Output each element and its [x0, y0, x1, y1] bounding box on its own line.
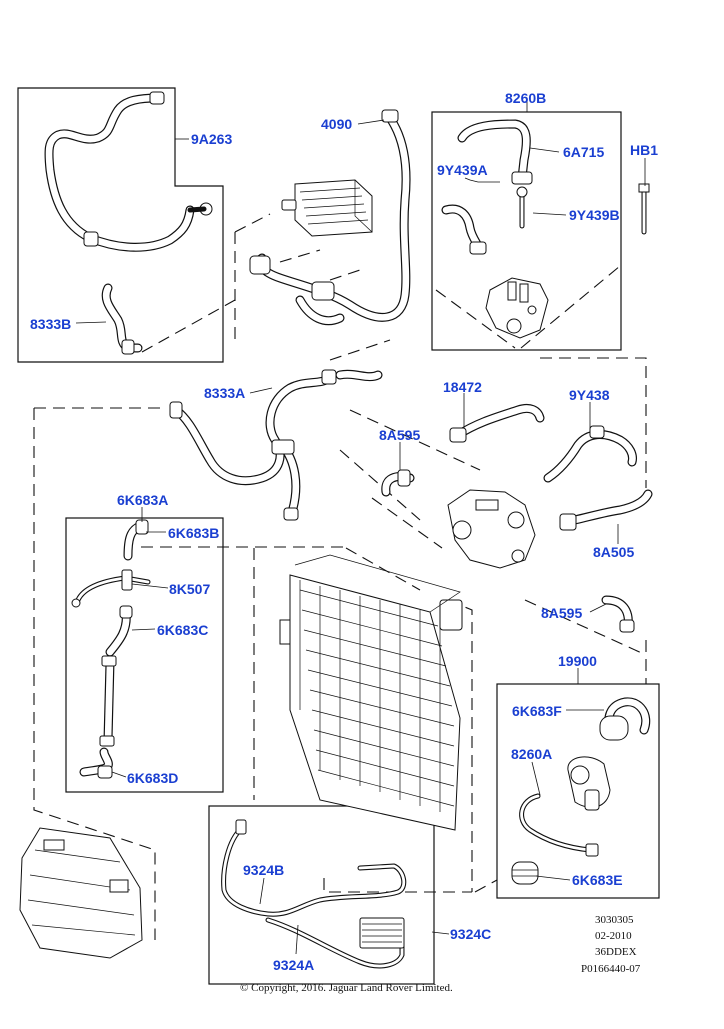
- label-8K507: 8K507: [169, 581, 211, 597]
- label-9Y438: 9Y438: [569, 387, 610, 403]
- reference-line-2: 02-2010: [595, 930, 632, 942]
- engine-block: [19, 827, 143, 959]
- leader-lines: [75, 98, 646, 955]
- label-8A505: 8A505: [593, 544, 635, 560]
- label-9Y439B: 9Y439B: [569, 207, 620, 223]
- hose-9A263: [44, 91, 213, 252]
- box-9324: [208, 805, 435, 985]
- hose-6K683E: [511, 861, 539, 885]
- label-8333A: 8333A: [204, 385, 246, 401]
- radiator: [279, 554, 463, 831]
- hose-6A715: [457, 119, 533, 185]
- hose-8A505: [559, 489, 653, 531]
- pipe-8K507: [71, 569, 151, 608]
- assembly-dashed-lines: [33, 213, 647, 940]
- label-6K683E: 6K683E: [572, 872, 623, 888]
- hose-long-6K683: [99, 655, 117, 747]
- hose-9Y439A: [441, 204, 487, 255]
- label-8333B: 8333B: [30, 316, 72, 332]
- box-6K683A: [65, 517, 224, 793]
- reference-line-4: P0166440-07: [581, 963, 641, 975]
- housing-8260B: [485, 277, 549, 339]
- copyright-notice: © Copyright, 2016. Jaguar Land Rover Lim…: [240, 982, 453, 994]
- hose-8333B: [101, 283, 143, 355]
- reference-line-1: 3030305: [595, 914, 634, 926]
- label-8260B: 8260B: [505, 90, 547, 106]
- label-6K683F: 6K683F: [512, 703, 562, 719]
- hose-9Y438: [543, 425, 637, 483]
- pipes-9324: [221, 819, 407, 969]
- label-9Y439A: 9Y439A: [437, 162, 488, 178]
- elbow-8A595-lower: [601, 595, 635, 633]
- hose-18472: [449, 403, 545, 443]
- reference-line-3: 36DDEX: [595, 946, 637, 958]
- hose-6K683C: [105, 605, 133, 657]
- label-8260A: 8260A: [511, 746, 553, 762]
- label-4090: 4090: [321, 116, 353, 132]
- label-6K683C: 6K683C: [157, 622, 209, 638]
- bolt-HB1: [638, 183, 650, 235]
- label-HB1: HB1: [630, 142, 659, 158]
- label-9A263: 9A263: [191, 131, 233, 147]
- label-19900: 19900: [558, 653, 597, 669]
- elbow-8A595-upper: [381, 469, 415, 497]
- housing-19900: [567, 756, 611, 811]
- label-6A715: 6A715: [563, 144, 605, 160]
- fitting-9Y439B: [516, 186, 528, 229]
- box-9A263: [17, 87, 224, 363]
- label-8A595-lower: 8A595: [541, 605, 583, 621]
- hose-4090: [249, 109, 411, 326]
- hose-6K683A: [123, 519, 149, 561]
- pipe-8260A: [519, 793, 599, 857]
- label-6K683D: 6K683D: [127, 770, 179, 786]
- thermostat-housing: [447, 489, 536, 569]
- label-9324B: 9324B: [243, 862, 285, 878]
- hose-6K683D: [79, 747, 113, 779]
- hose-8333A: [169, 369, 383, 521]
- label-6K683B: 6K683B: [168, 525, 220, 541]
- box-8260B: [431, 111, 622, 351]
- label-18472: 18472: [443, 379, 482, 395]
- hose-6K683F: [599, 697, 651, 741]
- label-6K683A: 6K683A: [117, 492, 169, 508]
- label-9324A: 9324A: [273, 957, 315, 973]
- label-9324C: 9324C: [450, 926, 492, 942]
- label-8A595-upper: 8A595: [379, 427, 421, 443]
- oil-cooler: [281, 179, 373, 237]
